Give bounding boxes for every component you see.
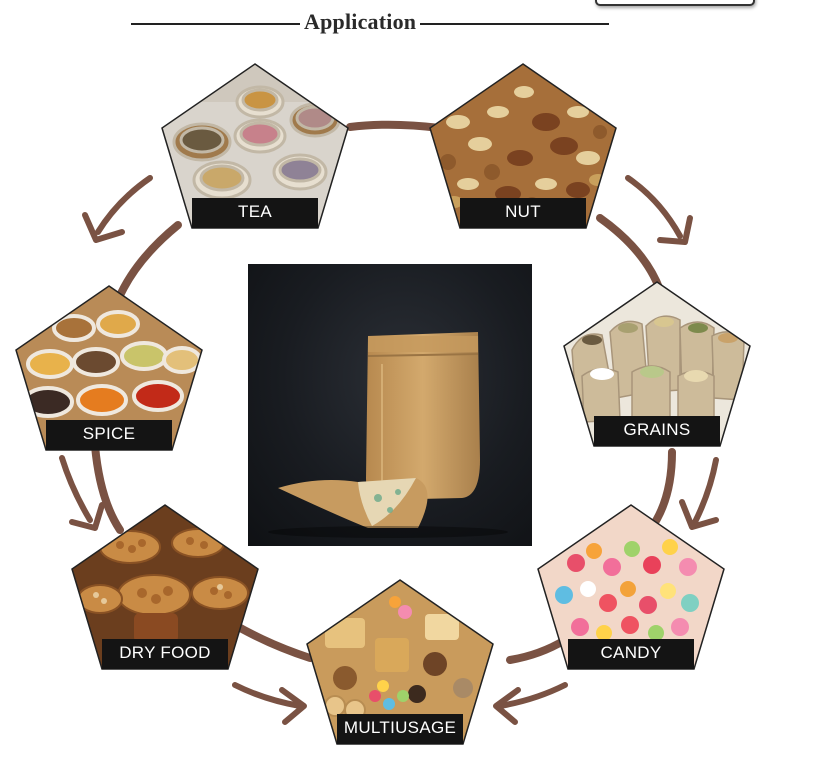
dry-food-label: DRY FOOD (119, 643, 211, 662)
category-grains: GRAINS (562, 280, 752, 450)
flow-arrow-icon (679, 457, 719, 530)
dry-food-photo (71, 504, 259, 670)
tea-photo (161, 63, 349, 229)
category-candy: CANDY (536, 503, 726, 673)
candy-label: CANDY (600, 643, 662, 662)
candy-photo (537, 504, 725, 670)
flow-arc-left-lower (91, 442, 124, 534)
grains-label: GRAINS (623, 420, 691, 439)
category-nut: NUT (428, 62, 618, 232)
corner-frame (595, 0, 755, 6)
spice-photo (15, 285, 203, 451)
category-tea: TEA (160, 62, 350, 232)
kraft-pouch-image (268, 332, 508, 538)
category-dry-food: DRY FOOD (70, 503, 260, 673)
standing-pouch (366, 332, 480, 500)
tea-label: TEA (238, 202, 272, 221)
product-photo (248, 264, 532, 546)
grains-photo (563, 281, 751, 447)
flow-arc-bottom-left (231, 621, 314, 662)
nut-label: NUT (505, 202, 541, 221)
flow-arrow-icon (493, 682, 568, 725)
flow-arrow-icon (232, 682, 307, 725)
flow-arc-left (114, 221, 182, 304)
nut-photo (429, 63, 617, 229)
category-spice: SPICE (14, 284, 204, 454)
flow-arrow-icon (625, 175, 693, 245)
flow-arc-top (346, 120, 444, 132)
page-title: Application (300, 9, 421, 35)
category-multiusage: MULTIUSAGE (305, 578, 495, 748)
flow-arrow-icon (82, 175, 153, 243)
flow-arrow-icon (59, 455, 105, 531)
spice-label: SPICE (82, 424, 136, 443)
multiusage-photo (306, 579, 494, 745)
multiusage-label: MULTIUSAGE (343, 718, 457, 737)
